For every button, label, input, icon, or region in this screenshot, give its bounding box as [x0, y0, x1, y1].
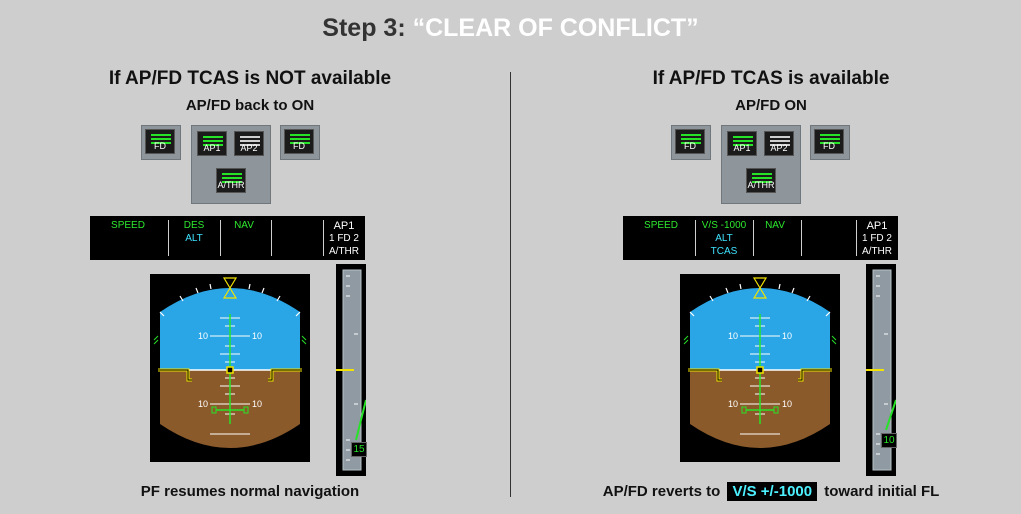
pitch-label-up-right: 10 — [782, 331, 793, 341]
title-quoted: “CLEAR OF CONFLICT” — [412, 14, 699, 42]
athr-button[interactable]: A/THR — [746, 168, 776, 193]
panel-tcas-available: If AP/FD TCAS is available AP/FD ON FD A… — [521, 0, 1021, 514]
panel-subheading: AP/FD ON — [735, 97, 807, 114]
ap2-button[interactable]: AP2 — [234, 131, 264, 156]
fma-fd-status: 1 FD 2 — [861, 233, 892, 244]
footer-suffix: toward initial FL — [824, 483, 940, 500]
ap1-label: AP1 — [203, 143, 221, 153]
fma-vert-mode: DES — [183, 220, 205, 231]
speed-tape — [336, 264, 367, 476]
fma-fd-status: 1 FD 2 — [328, 233, 359, 244]
ap2-label: AP2 — [770, 143, 788, 153]
fd1-label: FD — [154, 141, 166, 151]
fma-display: SPEED DES ALT NAV AP1 1 FD 2 A/THR — [90, 216, 365, 260]
fma-separator — [220, 220, 221, 256]
pitch-label-down-right: 10 — [782, 399, 793, 409]
ap1-button[interactable]: AP1 — [197, 131, 227, 156]
fma-vert-mode: V/S -1000 — [701, 220, 747, 231]
ap1-label: AP1 — [733, 143, 751, 153]
speed-tape — [866, 264, 897, 476]
fd1-label: FD — [684, 141, 696, 151]
fma-separator — [695, 220, 696, 256]
ap2-button[interactable]: AP2 — [764, 131, 794, 156]
panel-subheading: AP/FD back to ON — [185, 97, 315, 114]
ap2-label: AP2 — [240, 143, 258, 153]
fd2-button[interactable]: FD — [284, 129, 314, 154]
fma-speed: SPEED — [644, 220, 678, 231]
athr-label: A/THR — [747, 180, 775, 190]
fma-vert-armed: ALT — [715, 233, 733, 244]
fma-separator — [168, 220, 169, 256]
fma-athr-status: A/THR — [329, 246, 359, 257]
fma-separator — [801, 220, 802, 256]
pitch-label-up-right: 10 — [252, 331, 263, 341]
footer-vs-highlight: V/S +/-1000 — [727, 482, 818, 501]
pitch-label-up-left: 10 — [198, 331, 209, 341]
athr-button[interactable]: A/THR — [216, 168, 246, 193]
panel-heading: If AP/FD TCAS is NOT available — [108, 68, 392, 89]
pitch-label-up-left: 10 — [728, 331, 739, 341]
pitch-label-down-right: 10 — [252, 399, 263, 409]
fma-vert-tcas: TCAS — [710, 246, 738, 257]
title-prefix: Step 3: — [322, 14, 413, 42]
fma-lat-mode: NAV — [765, 220, 785, 231]
fma-speed: SPEED — [111, 220, 145, 231]
fma-display: SPEED V/S -1000 ALT TCAS NAV AP1 1 FD 2 … — [623, 216, 898, 260]
panel-footer: AP/FD reverts to V/S +/-1000 toward init… — [521, 482, 1021, 501]
fd2-label: FD — [823, 141, 835, 151]
panel-divider — [510, 72, 511, 497]
fd2-label: FD — [293, 141, 305, 151]
footer-prefix: AP/FD reverts to — [602, 483, 721, 500]
fma-athr-status: A/THR — [862, 246, 892, 257]
fma-separator — [323, 220, 324, 256]
pitch-label-down-left: 10 — [728, 399, 739, 409]
fma-vert-armed: ALT — [185, 233, 203, 244]
pfd-attitude-display: 10 10 10 10 — [150, 274, 310, 462]
athr-label: A/THR — [217, 180, 245, 190]
page-title: Step 3: “CLEAR OF CONFLICT” — [0, 14, 1021, 43]
fma-separator — [856, 220, 857, 256]
ap1-button[interactable]: AP1 — [727, 131, 757, 156]
fd1-button[interactable]: FD — [145, 129, 175, 154]
fma-separator — [753, 220, 754, 256]
fd2-button[interactable]: FD — [814, 129, 844, 154]
panel-tcas-not-available: If AP/FD TCAS is NOT available AP/FD bac… — [0, 0, 500, 514]
panel-heading: If AP/FD TCAS is available — [652, 68, 890, 89]
fma-lat-mode: NAV — [234, 220, 254, 231]
pfd-attitude-display: 10 10 10 10 — [680, 274, 840, 462]
pitch-label-down-left: 10 — [198, 399, 209, 409]
panel-footer: PF resumes normal navigation — [140, 483, 360, 500]
vs-readout: 10 — [881, 433, 897, 448]
fma-ap-status: AP1 — [333, 220, 355, 232]
fd1-button[interactable]: FD — [675, 129, 705, 154]
vs-readout: 15 — [351, 442, 367, 457]
fma-ap-status: AP1 — [866, 220, 888, 232]
fma-separator — [271, 220, 272, 256]
